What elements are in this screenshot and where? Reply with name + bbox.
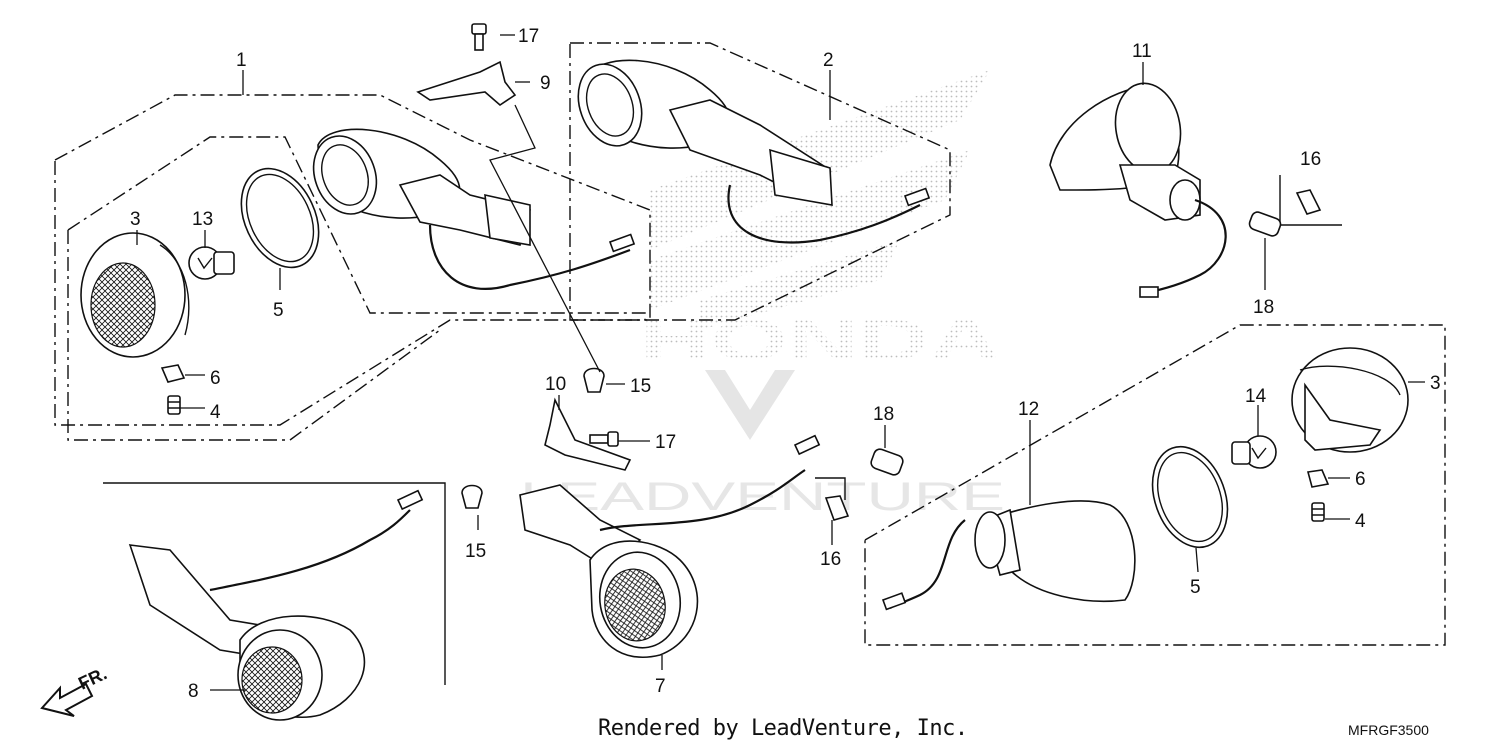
leadventure-watermark-text: LEADVENTURE [520, 475, 1005, 519]
callout-3-left: 3 [130, 209, 141, 230]
seal-ring-5-right [1151, 445, 1229, 549]
callout-9: 9 [540, 73, 551, 94]
turn-signal-housing-2 [577, 59, 931, 244]
footer-credit: Rendered by LeadVenture, Inc. [598, 716, 968, 741]
callout-6-left: 6 [210, 368, 221, 389]
turn-signal-8 [128, 489, 424, 721]
callout-18-right: 18 [873, 404, 894, 425]
callout-11: 11 [1132, 41, 1152, 62]
callout-numbers: 1 2 3 13 5 6 4 17 9 15 10 17 15 11 16 18… [130, 26, 1441, 702]
callout-4-right: 4 [1355, 511, 1366, 532]
callout-1: 1 [236, 50, 247, 71]
callout-14: 14 [1245, 386, 1267, 407]
collar-18-right [870, 448, 904, 476]
honda-wing-watermark: HONDA [640, 70, 1000, 373]
turn-signal-11 [1049, 82, 1227, 298]
callout-15-top: 15 [630, 376, 651, 397]
stay-10 [544, 397, 632, 471]
callout-10: 10 [545, 374, 566, 395]
assembly-box-2 [569, 42, 951, 321]
bolt-16-middle [824, 495, 850, 521]
callout-16-middle: 16 [820, 549, 841, 570]
callout-2: 2 [823, 50, 834, 71]
assembly-box-1-inner [67, 136, 646, 441]
callout-4-left: 4 [210, 402, 221, 423]
callout-6-right: 6 [1355, 469, 1366, 490]
front-direction-arrow: FR. [40, 663, 110, 717]
collar-18-top [1248, 211, 1282, 237]
leadventure-watermark: LEADVENTURE [520, 370, 1005, 519]
bulb-13 [188, 246, 235, 280]
nut-6-right [1306, 469, 1330, 488]
turn-signal-12 [881, 500, 1136, 611]
callout-12: 12 [1018, 399, 1039, 420]
callout-15-middle: 15 [465, 541, 486, 562]
bulb-14 [1231, 435, 1277, 469]
callout-8: 8 [188, 681, 199, 702]
stay-9 [416, 60, 517, 107]
callout-17-top: 17 [518, 26, 539, 47]
panel-divider-8 [103, 482, 446, 685]
callout-18-top: 18 [1253, 297, 1274, 318]
screw-4-right [1311, 502, 1325, 522]
arrow-icon [40, 682, 94, 717]
honda-watermark-text: HONDA [640, 308, 1000, 373]
turn-signal-housing-1 [312, 128, 636, 290]
callout-7: 7 [655, 676, 666, 697]
lens-3-left [80, 232, 190, 358]
assembly-box-12 [864, 324, 1446, 646]
grommet-15-middle [461, 484, 483, 509]
callout-5-right: 5 [1190, 577, 1201, 598]
grommet-15-top [583, 367, 605, 393]
callout-3-right: 3 [1430, 373, 1441, 394]
callout-16-top: 16 [1300, 149, 1321, 170]
diagram-code: MFRGF3500 [1348, 722, 1429, 738]
bolt-16-top [1295, 189, 1322, 215]
callout-13: 13 [192, 209, 213, 230]
lens-3-right [1291, 347, 1409, 453]
leader-lines [136, 34, 1425, 691]
screw-4-left [167, 395, 181, 415]
bolt-17-top [471, 23, 487, 51]
nut-6-left [160, 364, 186, 383]
bracket-box-16b [815, 477, 846, 500]
turn-signal-7 [519, 434, 821, 658]
callout-5-left: 5 [273, 300, 284, 321]
bolt-17-middle [589, 431, 619, 447]
callout-17-middle: 17 [655, 432, 676, 453]
